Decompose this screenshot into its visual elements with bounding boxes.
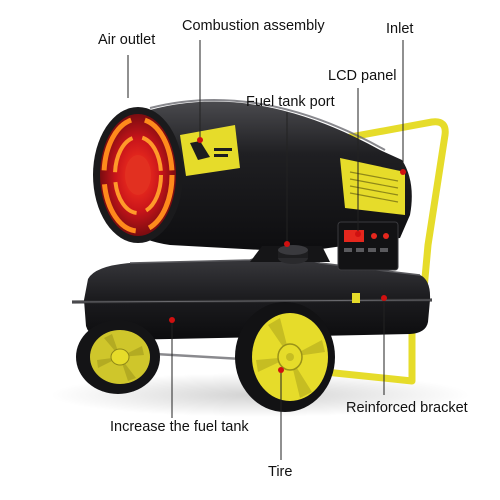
marker-bracket: [381, 295, 387, 301]
air-outlet-glow: [93, 107, 183, 243]
leader-lines: [127, 40, 404, 460]
rear-wheel: [76, 320, 160, 394]
marker-tire: [278, 367, 284, 373]
label-reinforced-bracket: Reinforced bracket: [346, 400, 468, 416]
label-combustion-assembly: Combustion assembly: [182, 18, 325, 34]
burner-barrel: [104, 99, 412, 262]
front-wheel: [235, 302, 335, 412]
markers: [169, 137, 406, 373]
marker-combustion: [197, 137, 203, 143]
label-lcd-panel: LCD panel: [328, 68, 397, 84]
bracket-bolt: [352, 293, 360, 303]
label-fuel-tank-port: Fuel tank port: [246, 94, 335, 110]
marker-fuel-port: [284, 241, 290, 247]
label-air-outlet: Air outlet: [98, 32, 156, 48]
lcd-control-panel: [337, 221, 399, 271]
marker-lcd: [355, 231, 361, 237]
label-increase-fuel-tank: Increase the fuel tank: [110, 419, 249, 435]
marker-tank: [169, 317, 175, 323]
label-inlet: Inlet: [386, 21, 414, 37]
marker-inlet: [400, 169, 406, 175]
fuel-tank-cap: [278, 245, 308, 264]
label-tire: Tire: [268, 464, 293, 480]
